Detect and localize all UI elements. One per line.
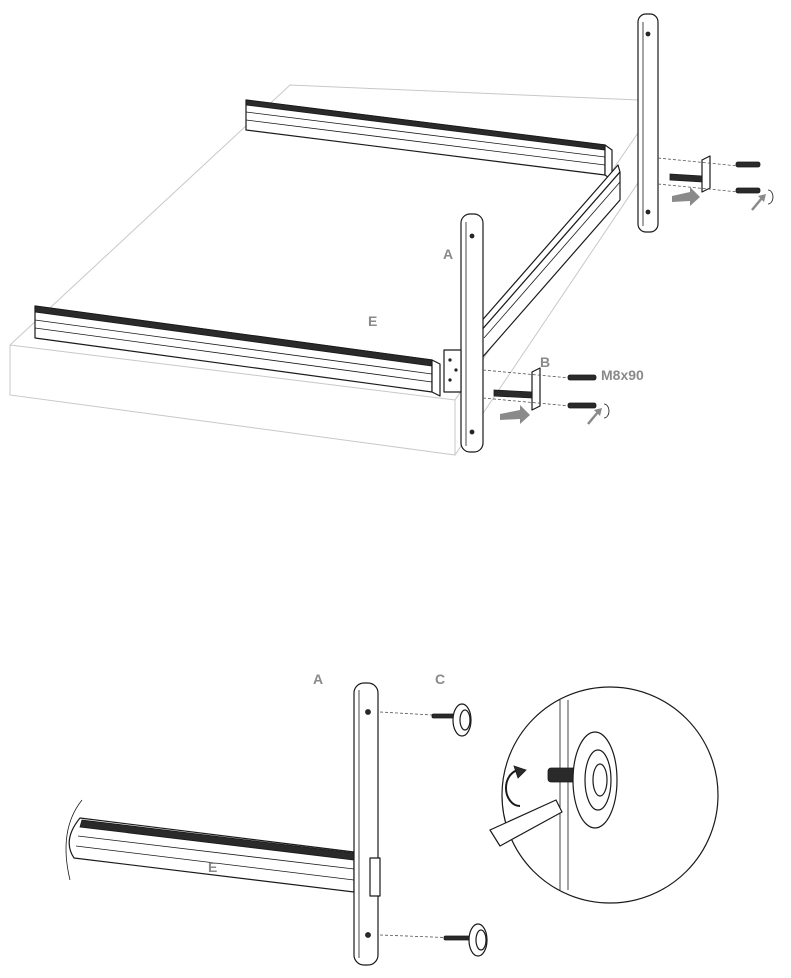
rotate-arrow-icon	[505, 769, 521, 807]
step-1-assembly: A E B M8x90	[9, 13, 774, 456]
foot-bottom	[379, 923, 488, 957]
rail-side	[477, 164, 621, 361]
label-upright-a: A	[443, 246, 453, 262]
upright-rear	[637, 13, 659, 233]
step-2-assembly: A C E	[65, 671, 719, 966]
push-arrow-icon	[672, 187, 700, 206]
label-upright-a-bottom: A	[313, 671, 323, 687]
rail-bottom	[65, 799, 355, 893]
rail-back	[245, 99, 613, 181]
upright-bottom	[353, 682, 381, 966]
upright-front	[443, 213, 484, 453]
rail-front	[34, 305, 441, 397]
label-rail-e: E	[368, 313, 377, 329]
label-rail-e-bottom: E	[208, 859, 217, 875]
label-bracket-b: B	[540, 354, 550, 370]
foot-top	[379, 703, 472, 737]
bracket-front	[482, 367, 610, 425]
push-arrow-icon	[500, 405, 530, 424]
detail-zoom	[489, 686, 719, 904]
label-foot-c: C	[435, 671, 445, 687]
bracket-rear	[657, 155, 774, 211]
label-bolt-size: M8x90	[601, 367, 644, 383]
